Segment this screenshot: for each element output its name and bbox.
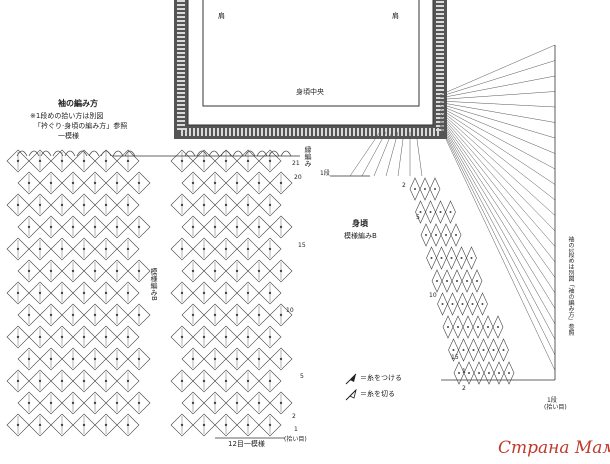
sleeve-row-10: 10 <box>286 307 294 314</box>
sleeve-title: 袖の編み方 <box>58 99 98 108</box>
shoulder-right-label: 肩 <box>392 12 399 20</box>
sleeve-border-label: 縁編み <box>304 146 312 167</box>
sleeve-pickup-note: (拾い目) <box>284 436 307 443</box>
yoke-band <box>174 0 447 139</box>
sleeve-row-1: 1 <box>294 426 298 433</box>
body-side-note: 袖の1段めは別図「袖の編み方」参照 <box>567 236 574 336</box>
shoulder-left-label: 肩 <box>218 12 225 20</box>
site-watermark: Страна Мам <box>498 438 610 458</box>
sleeve-row-5: 5 <box>300 373 304 380</box>
sleeve-row-2: 2 <box>292 413 296 420</box>
body-pattern-label: 模様編みB <box>344 232 377 240</box>
body-row-1: 1段 <box>320 170 330 177</box>
front-center-label: 身頃中央 <box>296 88 324 96</box>
body-row-15: 15 <box>451 354 459 361</box>
sleeve-stitch-grid <box>6 149 293 437</box>
pickup-fan-lines <box>349 44 556 371</box>
sleeve-repeat-note: 12目一模様 <box>228 440 265 448</box>
body-row-left-1: 1 <box>462 368 466 375</box>
body-row-10: 10 <box>429 292 437 299</box>
join-yarn-symbol <box>345 373 357 385</box>
body-row-5: 5 <box>416 214 420 221</box>
legend-join-yarn: ＝糸をつける <box>360 374 402 382</box>
legend-cut-yarn: ＝糸を切る <box>360 390 395 398</box>
cut-yarn-symbol <box>345 388 357 401</box>
body-stitch-grid <box>409 177 515 385</box>
sleeve-note-line2: 「衿ぐり·身頃の編み方」参照 <box>34 122 128 130</box>
sleeve-note-line1: ※1段めの拾い方は別図 <box>30 112 104 120</box>
sleeve-row-20: 20 <box>294 174 302 181</box>
sleeve-repeat-label: 一模様 <box>58 132 79 140</box>
sleeve-pattern-label: 模様編みB <box>150 268 158 301</box>
body-title: 身頃 <box>352 219 368 228</box>
body-pickup-note: (拾い目) <box>544 404 567 411</box>
body-row-left-2: 2 <box>462 385 466 392</box>
body-row-2: 2 <box>402 182 406 189</box>
sleeve-row-21: 21 <box>292 160 300 167</box>
body-row1-bottom: 1段 <box>547 397 557 404</box>
sleeve-row-15: 15 <box>298 242 306 249</box>
